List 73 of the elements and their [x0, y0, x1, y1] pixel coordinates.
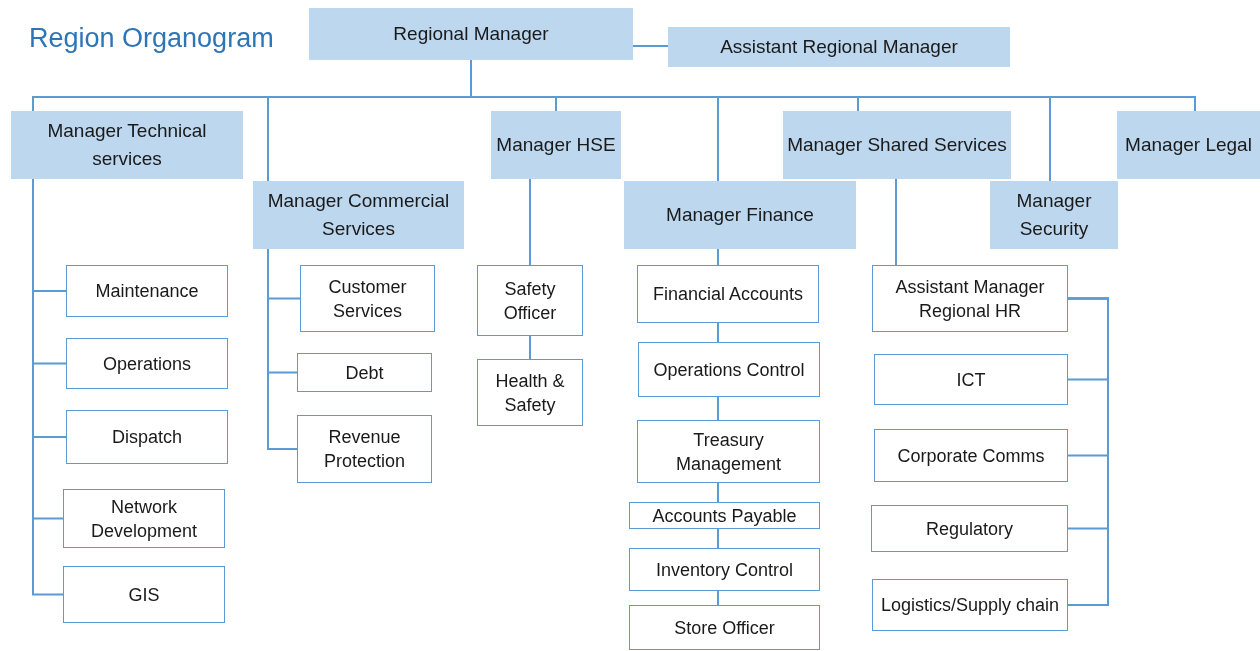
- unit-box: [874, 354, 1068, 405]
- unit-box: [629, 605, 820, 650]
- box-label: Manager HSE: [496, 133, 616, 157]
- box-label: Manager Legal: [1125, 133, 1252, 157]
- connector-line: [717, 322, 719, 343]
- manager-box: [253, 181, 464, 249]
- unit-box: [477, 359, 583, 426]
- manager-box: [309, 8, 633, 60]
- box-label: Logistics/Supply chain: [880, 594, 1060, 617]
- connector-line: [267, 248, 298, 450]
- manager-box: [11, 111, 243, 179]
- box-label: Assistant Regional Manager: [720, 35, 958, 59]
- unit-box: [297, 353, 432, 392]
- box-label: Customer Services: [327, 275, 408, 323]
- box-label: Debt: [345, 361, 384, 385]
- box-label: Regional Manager: [393, 22, 549, 46]
- unit-box: [63, 489, 225, 548]
- manager-box: [990, 181, 1118, 249]
- box-label: Safety Officer: [502, 277, 558, 325]
- connector-line: [529, 335, 531, 360]
- box-label: Network Development: [89, 495, 199, 543]
- unit-box: [477, 265, 583, 336]
- box-label: Corporate Comms: [897, 444, 1045, 468]
- unit-box: [874, 429, 1068, 482]
- connector-line: [717, 396, 719, 421]
- unit-box: [629, 502, 820, 529]
- connector-line: [1067, 297, 1109, 606]
- box-label: Treasury Management: [674, 428, 783, 476]
- unit-box: [66, 265, 228, 317]
- connector-line: [717, 528, 719, 549]
- box-label: Manager Shared Services: [787, 133, 1007, 157]
- box-label: ICT: [956, 368, 986, 392]
- unit-box: [66, 410, 228, 464]
- box-label: GIS: [128, 583, 160, 607]
- box-label: Accounts Payable: [652, 504, 797, 528]
- unit-box: [297, 415, 432, 483]
- box-label: Manager Security: [1015, 189, 1093, 241]
- box-label: Manager Commercial Services: [266, 189, 451, 241]
- connector-line: [717, 482, 719, 503]
- manager-box: [783, 111, 1011, 179]
- box-label: Store Officer: [674, 616, 775, 640]
- unit-box: [638, 342, 820, 397]
- unit-box: [637, 420, 820, 483]
- manager-box: [668, 27, 1010, 67]
- connector-line: [529, 178, 531, 266]
- diagram-title: Region Organogram: [29, 22, 274, 55]
- box-label: Operations Control: [653, 358, 805, 382]
- box-label: Manager Technical services: [46, 119, 208, 171]
- unit-box: [637, 265, 819, 323]
- box-label: Assistant Manager Regional HR: [894, 275, 1046, 323]
- box-label: Operations: [102, 352, 192, 376]
- connector-line: [632, 45, 669, 47]
- box-label: Regulatory: [925, 517, 1013, 541]
- unit-box: [66, 338, 228, 389]
- unit-box: [300, 265, 435, 332]
- unit-box: [872, 265, 1068, 332]
- manager-box: [624, 181, 856, 249]
- unit-box: [63, 566, 225, 623]
- connector-line: [895, 178, 897, 266]
- box-label: Manager Finance: [666, 203, 814, 227]
- connector-line: [717, 590, 719, 606]
- box-label: Inventory Control: [655, 558, 794, 582]
- box-label: Revenue Protection: [322, 426, 406, 473]
- box-label: Health & Safety: [494, 369, 566, 417]
- manager-box: [491, 111, 621, 179]
- unit-box: [629, 548, 820, 591]
- box-label: Financial Accounts: [652, 283, 804, 306]
- unit-box: [871, 505, 1068, 552]
- box-label: Maintenance: [95, 280, 199, 303]
- connector-line: [717, 248, 719, 266]
- manager-box: [1117, 111, 1260, 179]
- box-label: Dispatch: [112, 426, 182, 449]
- unit-box: [872, 579, 1068, 631]
